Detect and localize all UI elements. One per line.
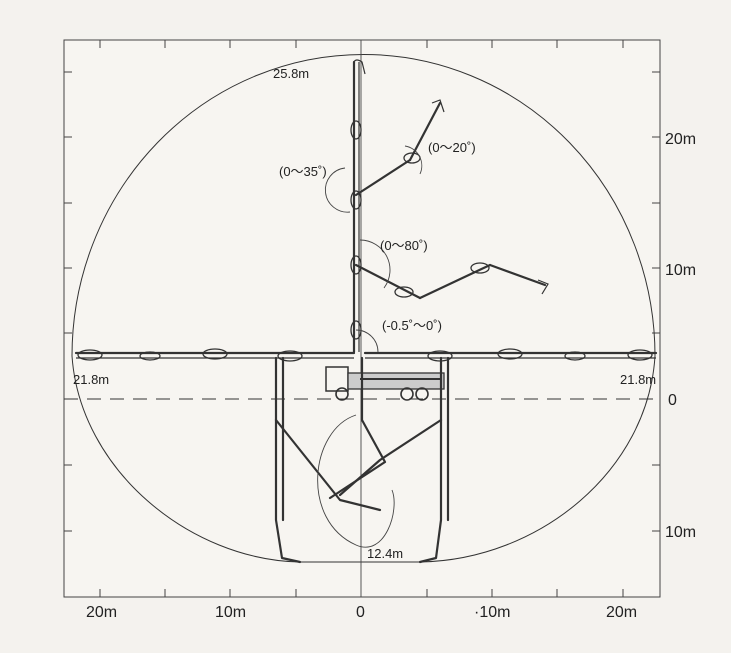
- plot-frame: [63, 39, 661, 598]
- bottom-tick-10m-left: 10m: [215, 604, 246, 621]
- upper-reach-envelope: [71, 53, 656, 357]
- right-reach-label: 21.8m: [620, 372, 656, 387]
- boom1-angle-label: (-0.5˚～0˚): [382, 318, 442, 333]
- angle-arcs: [324, 145, 423, 353]
- truck: [325, 366, 445, 401]
- bottom-tick-10m-right: ·10m: [474, 604, 510, 621]
- vertical-boom: [350, 59, 366, 354]
- right-tick-neg10m: 10m: [665, 524, 696, 541]
- boom3-angle-label: (0～35˚): [279, 164, 327, 179]
- depth-label: 12.4m: [367, 546, 403, 561]
- boom2-angle-label: (0～80˚): [380, 238, 428, 253]
- bottom-axis-ticks: [99, 40, 624, 597]
- horizontal-boom-right: [363, 348, 658, 362]
- boom4-angle-label: (0～20˚): [428, 140, 476, 155]
- right-tick-10m: 10m: [665, 262, 696, 279]
- bottom-tick-0: 0: [356, 604, 365, 621]
- horizontal-boom-left: [74, 348, 356, 362]
- right-tick-0: 0: [668, 392, 677, 409]
- lower-reach-envelope: [71, 355, 656, 563]
- right-tick-20m: 20m: [665, 131, 696, 148]
- bottom-tick-20m-right: 20m: [606, 604, 637, 621]
- right-axis-ticks: [64, 71, 660, 532]
- left-reach-label: 21.8m: [73, 372, 109, 387]
- bottom-tick-20m-left: 20m: [86, 604, 117, 621]
- lower-booms: [274, 356, 450, 564]
- top-height-label: 25.8m: [273, 66, 309, 81]
